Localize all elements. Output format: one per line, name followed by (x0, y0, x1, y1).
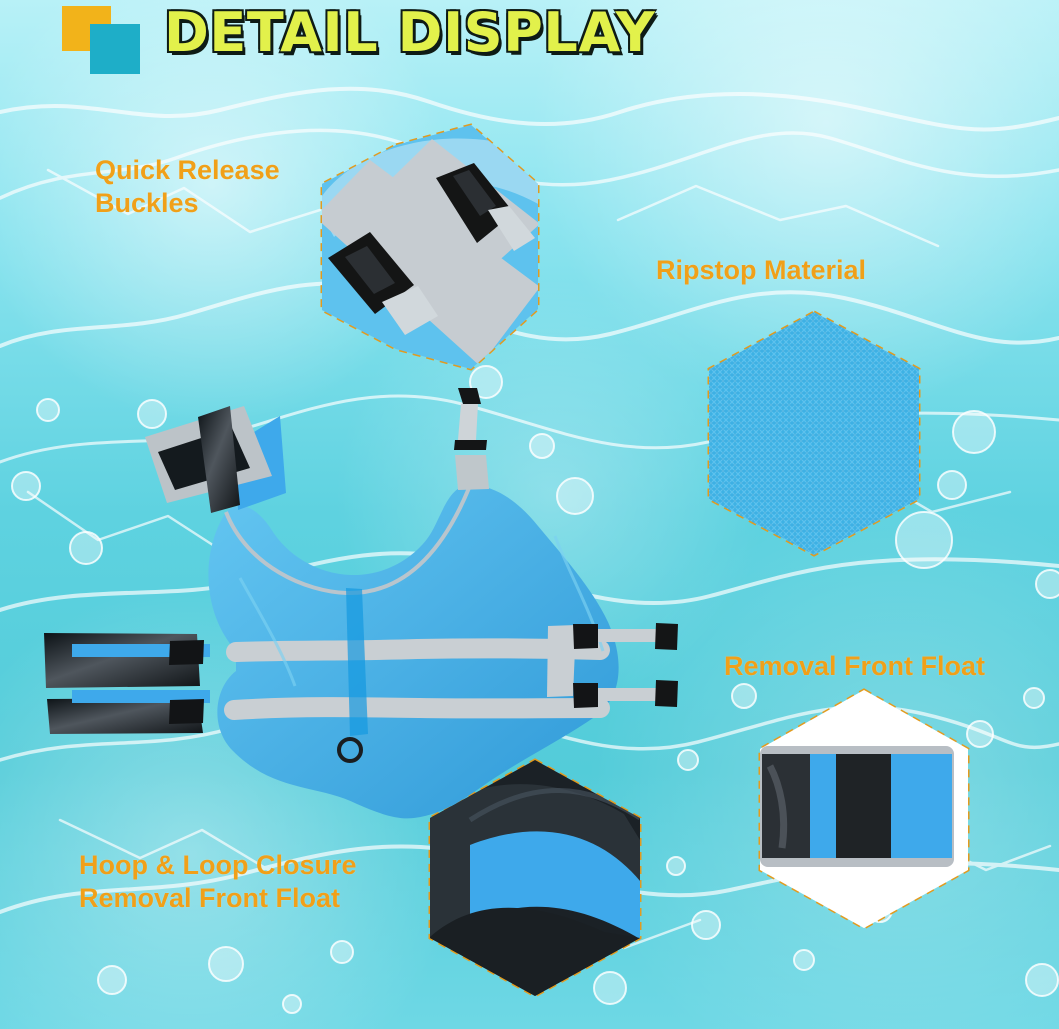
blue-accent-square (90, 24, 140, 74)
hoop-loop-closure-detail (428, 758, 642, 998)
dog-life-jacket-main (44, 388, 678, 819)
page-title: DETAIL DISPLAY (164, 1, 656, 64)
ripstop-material-label: Ripstop Material (656, 255, 867, 285)
removal-front-float-detail (758, 688, 970, 930)
quick-release-buckle-detail (320, 123, 540, 371)
quick-release-buckles-label: Quick Release Buckles (95, 154, 280, 221)
hoop-loop-closure-label: Hoop & Loop Closure Removal Front Float (79, 849, 356, 916)
quick-release-line-2: Buckles (95, 188, 199, 219)
buckle-icon (328, 232, 438, 335)
quick-release-line-1: Quick Release (95, 155, 280, 185)
buckle-icon (436, 163, 535, 251)
ripstop-material-detail (707, 310, 921, 557)
removal-front-float-label: Removal Front Float (724, 651, 986, 681)
title-accent-squares (59, 0, 143, 74)
hoop-loop-line-2: Removal Front Float (79, 883, 341, 914)
hoop-loop-line-1: Hoop & Loop Closure (79, 850, 357, 880)
